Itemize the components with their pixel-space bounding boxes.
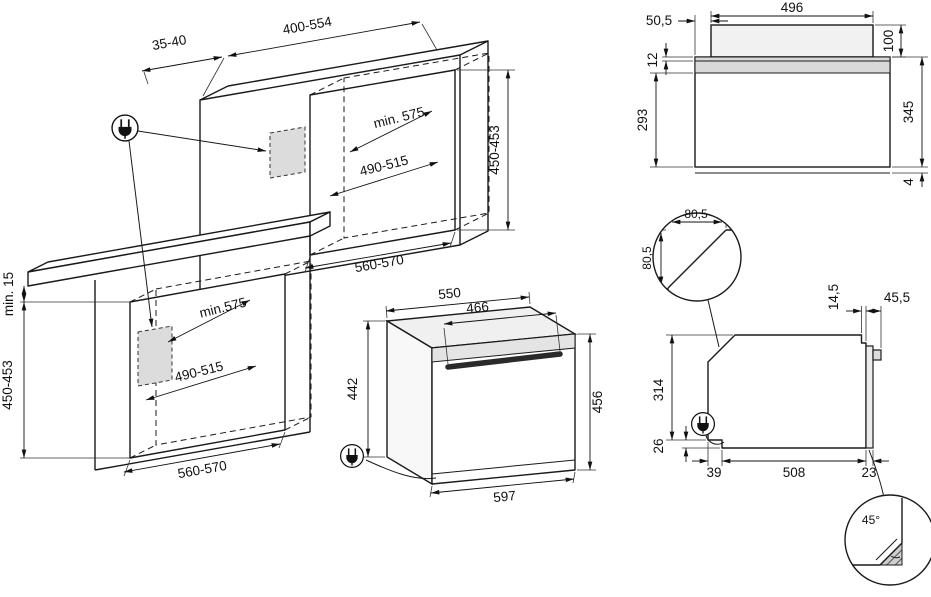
- dim-oven-top-width: 550: [438, 285, 462, 302]
- dim-detail-chamfer-height: 80,5: [640, 246, 654, 270]
- dim-front-lip: 12: [645, 52, 660, 67]
- dim-oven-rear-height: 442: [345, 378, 360, 401]
- side-view-dimensions: 14,5 45,5 314 26 39 508 23: [651, 284, 910, 480]
- dim-detail-chamfer-width: 80,5: [684, 207, 708, 221]
- dim-oven-handle-width: 466: [466, 299, 490, 316]
- side-view-drawing: [690, 334, 882, 449]
- oven-door-profile: [865, 345, 874, 449]
- oven-handle: [445, 351, 563, 370]
- side-view-plug-icon: [690, 411, 716, 437]
- dim-front-offset-left: 50,5: [646, 13, 672, 28]
- socket-area-base-cabinet: [137, 325, 173, 387]
- dim-tall-niche-height: 450-453: [487, 125, 502, 175]
- dim-base-top-gap: min. 15: [1, 272, 16, 316]
- corner-detail-view: 45°: [844, 449, 931, 586]
- oven-plug-icon: [339, 443, 365, 469]
- front-view-dimensions: 50,5 496 100 12 293 345 4: [635, 0, 928, 187]
- chamfer-detail-view: 80,5 80,5: [640, 207, 742, 348]
- power-cord: [365, 459, 437, 480]
- dim-front-upstand-height: 100: [881, 30, 896, 53]
- dim-side-top-step: 14,5: [826, 284, 841, 310]
- dim-front-body-height: 293: [635, 109, 650, 132]
- dim-side-front-protrusion: 45,5: [884, 290, 910, 305]
- power-plug-icon: [111, 114, 139, 142]
- oven-dimensions: 550 466 442 456 597: [345, 285, 605, 505]
- dim-base-niche-height: 450-453: [0, 360, 15, 410]
- dim-tall-side-gap: 35-40: [151, 32, 188, 53]
- dim-front-upstand-width: 496: [781, 0, 804, 15]
- power-plug-callout: [111, 114, 267, 328]
- front-view-drawing: [694, 24, 891, 174]
- dim-front-total-height: 345: [901, 101, 916, 124]
- dim-detail-corner-angle: 45°: [862, 513, 880, 527]
- dim-side-upper-height: 314: [651, 378, 666, 401]
- socket-area-tall-cabinet: [269, 126, 306, 179]
- dim-oven-total-width: 597: [493, 488, 517, 505]
- dim-oven-front-height: 456: [590, 391, 605, 414]
- dim-front-bottom-gap: 4: [901, 178, 916, 186]
- dim-side-lower-height: 26: [651, 438, 666, 453]
- dim-side-depth-rear: 39: [706, 465, 721, 480]
- dim-side-depth-body: 508: [783, 465, 806, 480]
- handle-profile: [872, 349, 882, 361]
- dim-side-depth-front: 23: [861, 465, 876, 480]
